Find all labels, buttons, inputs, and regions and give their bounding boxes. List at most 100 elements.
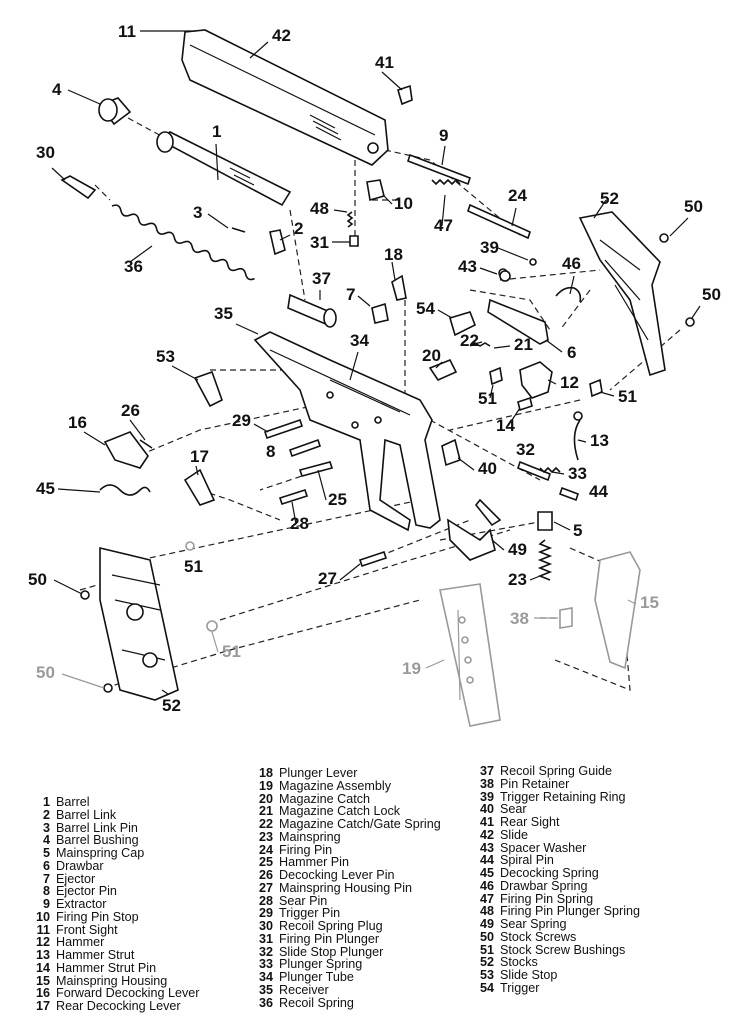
legend-item-number: 40 xyxy=(479,802,494,817)
callout-6: 6 xyxy=(567,343,576,362)
callout-22: 22 xyxy=(460,331,479,350)
legend-item-name: Firing Pin Plunger xyxy=(279,931,380,946)
callout-35: 35 xyxy=(214,304,233,323)
legend-item-name: Extractor xyxy=(56,897,107,911)
legend-item-name: Drawbar xyxy=(56,858,104,873)
legend-item-number: 19 xyxy=(258,778,273,793)
callout-27: 27 xyxy=(318,569,337,588)
legend-item-name: Trigger xyxy=(500,980,540,995)
legend-item-name: Barrel Bushing xyxy=(56,833,139,848)
legend-item-number: 13 xyxy=(35,948,50,962)
callout-42: 42 xyxy=(272,26,291,45)
legend-item-name: Rear Sight xyxy=(500,815,560,829)
legend-item-number: 38 xyxy=(479,776,494,791)
callout-46: 46 xyxy=(562,254,581,273)
legend-item-number: 29 xyxy=(258,906,273,921)
legend-item-name: Rear Decocking Lever xyxy=(56,999,181,1013)
callout-36: 36 xyxy=(124,257,143,276)
callout-38: 38 xyxy=(510,609,529,628)
legend-item-number: 7 xyxy=(42,871,50,886)
legend-item-name: Slide xyxy=(500,827,529,842)
legend-item-name: Plunger Spring xyxy=(279,957,363,972)
legend-item-name: Barrel Link Pin xyxy=(56,820,138,835)
callout-50: 50 xyxy=(28,570,47,589)
legend-item-number: 15 xyxy=(35,973,50,988)
legend-item-name: Stocks xyxy=(500,955,538,970)
legend-item-number: 11 xyxy=(36,922,50,937)
legend-item-name: Spacer Washer xyxy=(500,840,587,855)
legend-item-number: 37 xyxy=(479,764,494,778)
callout-39: 39 xyxy=(480,238,499,257)
legend-item-number: 48 xyxy=(479,904,494,919)
callout-32: 32 xyxy=(516,440,535,459)
legend-item-number: 42 xyxy=(479,827,494,842)
legend-item-number: 39 xyxy=(479,789,494,804)
legend-item-number: 35 xyxy=(258,982,273,997)
legend-item-name: Front Sight xyxy=(56,922,118,937)
callout-51: 51 xyxy=(478,389,497,408)
callout-53: 53 xyxy=(156,347,175,366)
legend-item-name: Decocking Spring xyxy=(500,866,599,880)
legend-item-name: Spiral Pin xyxy=(500,853,554,868)
legend-item-name: Drawbar Spring xyxy=(500,878,588,893)
legend-item-name: Hammer Pin xyxy=(279,855,349,870)
callout-17: 17 xyxy=(190,447,209,466)
legend-item-number: 5 xyxy=(42,846,50,860)
legend-item: 45 Decocking Spring xyxy=(475,867,640,880)
callout-8: 8 xyxy=(266,442,275,461)
legend-item-name: Trigger Retaining Ring xyxy=(500,789,626,804)
legend-item-name: Stock Screws xyxy=(500,929,577,944)
legend-item-number: 30 xyxy=(258,919,273,933)
legend-item-name: Firing Pin Stop xyxy=(56,909,139,924)
callout-47: 47 xyxy=(434,216,453,235)
callout-14: 14 xyxy=(496,416,515,435)
legend-item-name: Firing Pin Spring xyxy=(500,891,594,906)
callout-28: 28 xyxy=(290,514,309,533)
callout-26: 26 xyxy=(121,401,140,420)
legend-item-number: 54 xyxy=(479,980,494,995)
legend-item-name: Stock Screw Bushings xyxy=(500,942,626,957)
legend-item-number: 20 xyxy=(258,791,273,806)
legend-item-number: 21 xyxy=(258,804,273,819)
legend-item-number: 45 xyxy=(479,866,494,880)
legend-item: 54 Trigger xyxy=(475,980,640,995)
callout-3: 3 xyxy=(193,203,202,222)
legend-item-number: 41 xyxy=(479,815,494,829)
legend-item-name: Slide Stop xyxy=(500,968,558,982)
legend-item-number: 9 xyxy=(42,897,50,911)
receiver-part xyxy=(253,331,441,532)
